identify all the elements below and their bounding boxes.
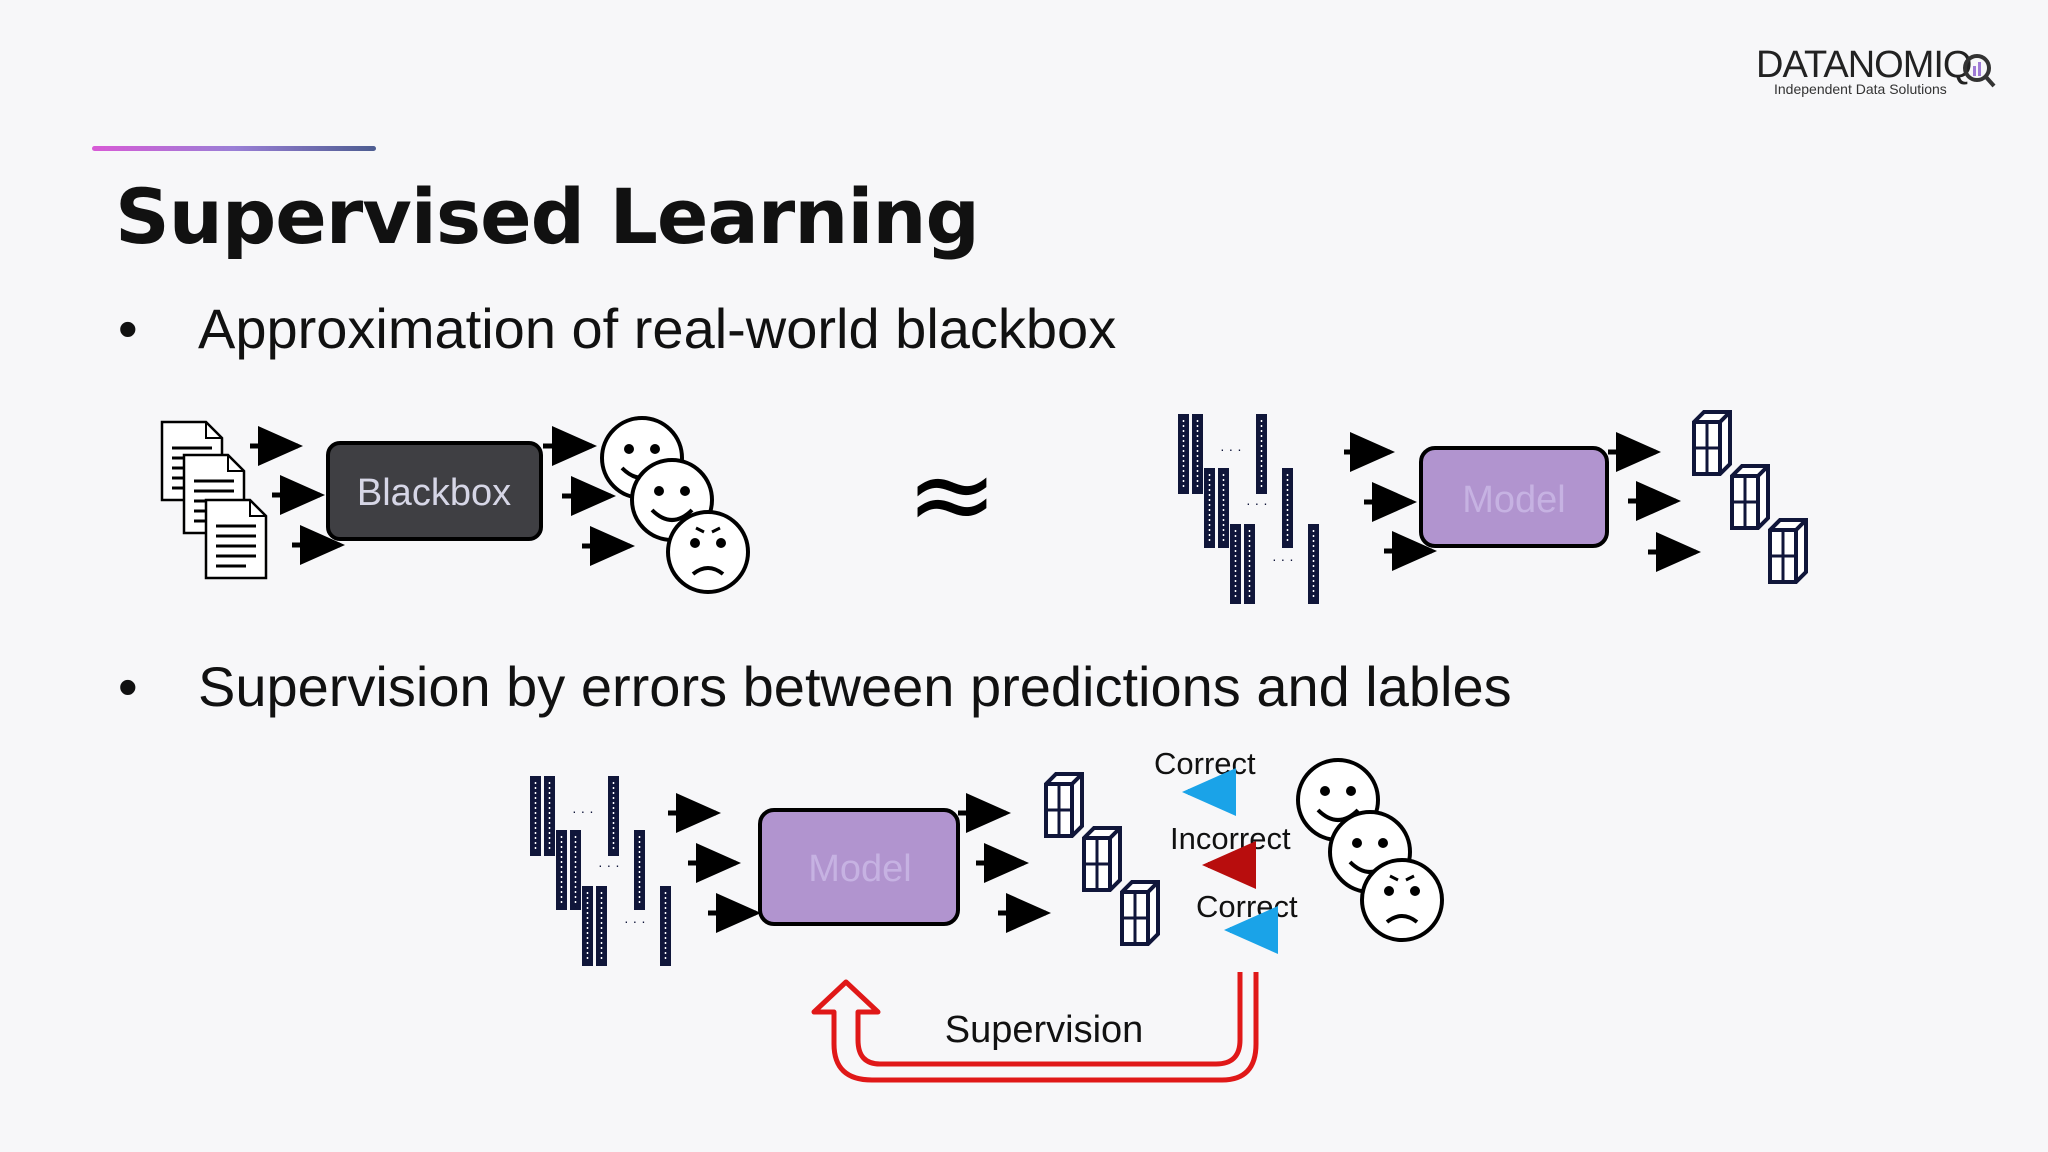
cube-icon (1082, 826, 1122, 892)
cube-icon (1044, 772, 1084, 838)
predictions (1044, 772, 1160, 946)
feedback-correct-label: Correct (1196, 889, 1298, 924)
bullet-supervision: •Supervision by errors between predictio… (118, 655, 1512, 718)
cube-icon (1768, 518, 1808, 584)
feedback-incorrect-label: Incorrect (1170, 821, 1291, 856)
feature-bars (1230, 524, 1319, 604)
title-accent-line (92, 146, 376, 151)
document-icon (204, 498, 268, 580)
model-box (1419, 446, 1609, 548)
feedback-correct-label: Correct (1154, 746, 1256, 781)
model-label: Model (1462, 479, 1566, 521)
blackbox-outputs (600, 416, 750, 594)
cube-icon (1692, 410, 1732, 476)
bullet-text: Supervision by errors between prediction… (198, 655, 1512, 718)
model-box-training (758, 808, 960, 926)
labels (1296, 758, 1444, 942)
company-logo: DATANOMIQ Independent Data Solutions (1756, 44, 1996, 104)
cube-icon (1120, 880, 1160, 946)
bullet-approximation: •Approximation of real-world blackbox (118, 297, 1117, 360)
approx-symbol: ≈ (906, 430, 998, 558)
supervision-arrow (811, 972, 1259, 1083)
model-label-training: Model (808, 848, 912, 890)
blackbox-label: Blackbox (357, 472, 511, 514)
model-inputs (1178, 414, 1319, 604)
sad-face-icon (1360, 858, 1444, 942)
bullet-text: Approximation of real-world blackbox (198, 297, 1117, 360)
training-inputs (530, 776, 671, 966)
model-outputs (1692, 410, 1808, 584)
logo-name: DATANOMIQ (1756, 44, 1972, 86)
logo-tagline: Independent Data Solutions (1774, 81, 1947, 97)
blackbox-box (326, 441, 543, 541)
logo-magnifier-icon (1963, 54, 1996, 88)
cube-icon (1730, 464, 1770, 530)
sad-face-icon (666, 510, 750, 594)
feature-bars (582, 886, 671, 966)
slide-title: Supervised Learning (115, 172, 980, 261)
supervision-label: Supervision (945, 1009, 1144, 1051)
